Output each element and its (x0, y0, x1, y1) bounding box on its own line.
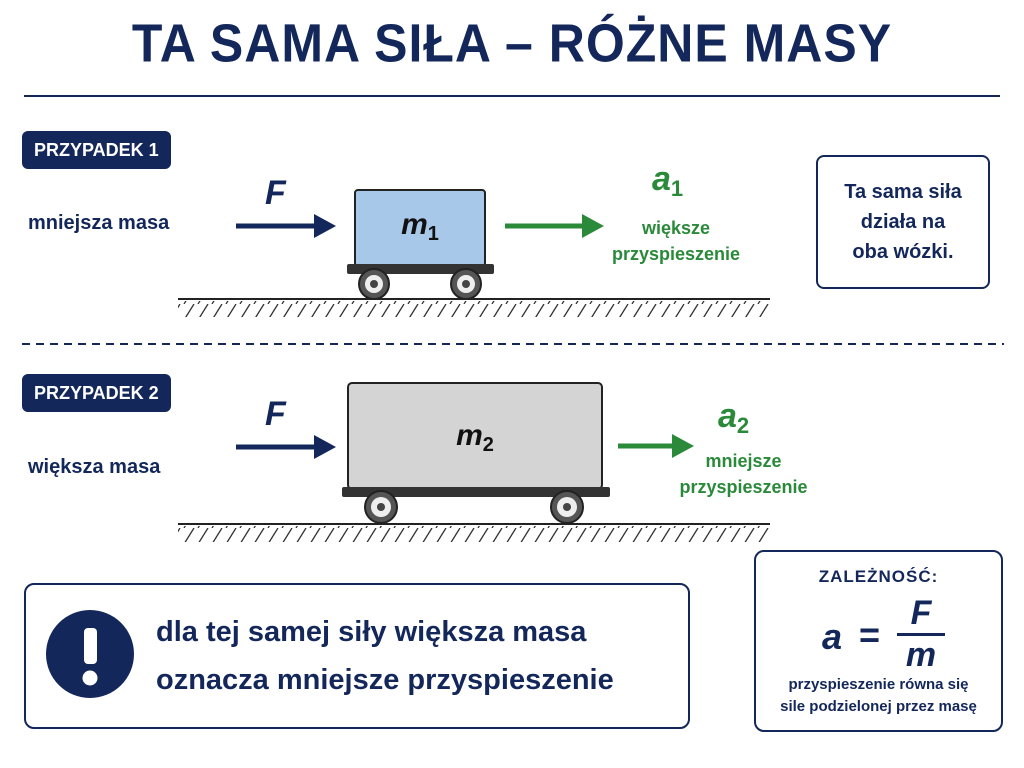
acceleration-index: 2 (736, 413, 750, 438)
formula-numerator: F (910, 594, 932, 632)
case-1-label: mniejsza masa (28, 212, 170, 234)
formula-desc-line: sile podzielonej przez masę (780, 698, 977, 715)
acceleration-desc-line: większe (641, 218, 711, 238)
mass-index: 2 (482, 434, 494, 456)
wheel-icon (450, 268, 482, 300)
conclusion-text: dla tej samej siły większa masa oznacza … (156, 608, 614, 704)
case-1-tag: PRZYPADEK 1 (22, 131, 171, 169)
mass-label-2: m2 (348, 419, 602, 457)
acceleration-desc-2: mniejsze przyspieszenie (666, 448, 821, 500)
acceleration-label-2: a2 (718, 397, 749, 439)
wheel-icon (358, 268, 390, 300)
acceleration-desc-1: większe przyspieszenie (596, 215, 756, 267)
ground-2 (178, 523, 770, 542)
wheel-icon (364, 490, 398, 524)
conclusion-box: dla tej samej siły większa masa oznacza … (24, 583, 690, 729)
acceleration-symbol: a (652, 160, 671, 198)
info-line: oba wózki. (852, 241, 954, 263)
force-label-1: F (265, 174, 286, 212)
title-divider (24, 95, 1000, 97)
exclamation-icon (46, 610, 134, 698)
conclusion-line: dla tej samej siły większa masa (156, 616, 587, 648)
info-box: Ta sama siła działa na oba wózki. (816, 155, 990, 289)
mass-symbol: m (456, 419, 483, 452)
info-line: Ta sama siła (844, 181, 962, 203)
mass-symbol: m (401, 208, 428, 241)
cart-2 (342, 382, 610, 524)
acceleration-arrow-1 (505, 214, 604, 238)
force-arrow-1 (236, 214, 336, 238)
acceleration-label-1: a1 (652, 160, 683, 202)
formula-equals: = (859, 614, 881, 655)
force-arrow-2 (236, 435, 336, 459)
conclusion-line: oznacza mniejsze przyspieszenie (156, 664, 614, 696)
case-2-tag: PRZYPADEK 2 (22, 374, 171, 412)
acceleration-arrow-2 (618, 434, 694, 458)
ground-1 (178, 298, 770, 317)
formula-box: ZALEŻNOŚĆ: a = F m przyspieszenie równa … (754, 550, 1003, 732)
force-label-2: F (265, 395, 286, 433)
acceleration-desc-line: mniejsze (705, 451, 782, 471)
acceleration-desc-line: przyspieszenie (679, 477, 808, 497)
info-line: działa na (860, 211, 946, 233)
mass-label-1: m1 (355, 208, 485, 246)
acceleration-desc-line: przyspieszenie (611, 244, 741, 264)
mass-index: 1 (427, 223, 439, 245)
formula-heading: ZALEŻNOŚĆ: (818, 567, 939, 586)
wheel-icon (550, 490, 584, 524)
case-2-label: większa masa (28, 456, 161, 478)
page-title: TA SAMA SIŁA – RÓŻNE MASY (131, 12, 893, 74)
acceleration-symbol: a (718, 397, 737, 435)
formula-lhs: a (822, 616, 843, 657)
formula-denominator: m (905, 636, 937, 674)
formula-description: przyspieszenie równa się sile podzielone… (756, 674, 1001, 718)
formula-desc-line: przyspieszenie równa się (788, 676, 969, 693)
cart-1 (347, 189, 494, 300)
acceleration-index: 1 (670, 176, 684, 201)
fraction-bar (897, 633, 945, 636)
